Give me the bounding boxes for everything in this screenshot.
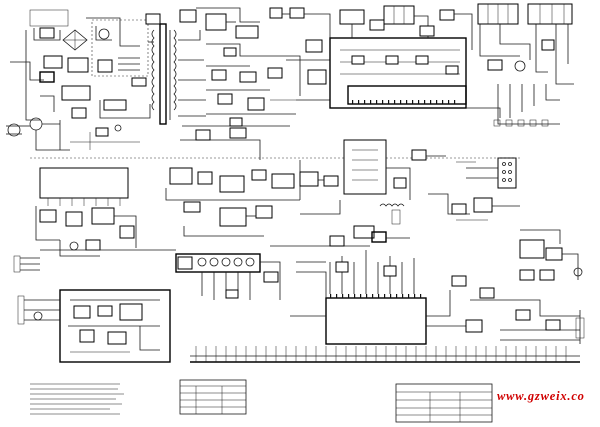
watermark-text: www.gzweix.co [497,389,585,403]
voltage-table [179,379,247,415]
connector-row [175,253,281,300]
title-block [395,383,493,423]
regulator-section [182,7,331,127]
deflection-section [13,127,520,273]
tuner-section [17,289,171,363]
signal-processor-section [329,3,574,189]
notes-block [30,383,124,415]
power-supply-section [6,9,206,151]
notes-and-title-block [30,379,493,423]
bottom-bus [190,346,580,363]
microcontroller-section [290,229,585,345]
